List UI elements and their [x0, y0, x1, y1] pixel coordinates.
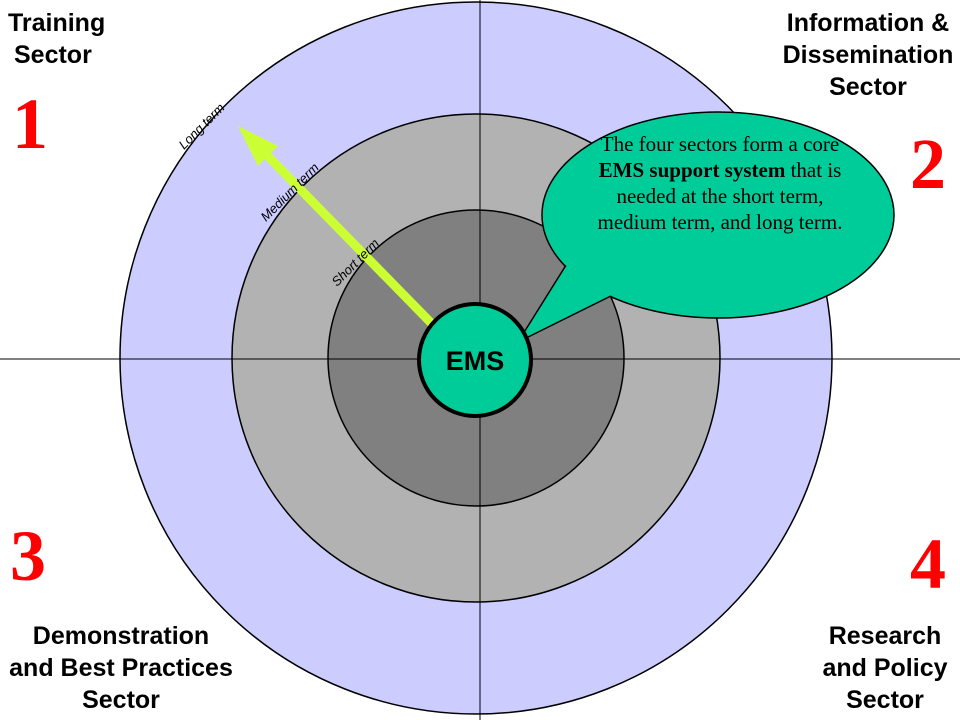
sector-4-line-2: and Policy — [822, 654, 948, 682]
sector-2-number: 2 — [910, 124, 946, 204]
time-arrow — [238, 126, 442, 334]
callout-text-bold: EMS support system — [598, 158, 786, 182]
ems-label: EMS — [446, 346, 505, 376]
callout-text-part-1: The four sectors form a core — [600, 132, 840, 156]
sector-3-title: Demonstration and Best Practices Sector — [0, 620, 242, 716]
sector-2-line-2: Dissemination — [782, 41, 954, 69]
ems-center-circle — [417, 302, 533, 418]
sector-4-title: Research and Policy Sector — [812, 620, 958, 716]
callout-text-part-2: that is needed at the short term, medium… — [597, 158, 843, 234]
sector-4-number: 4 — [910, 524, 946, 604]
sector-4-line-1: Research — [828, 622, 942, 650]
sector-3-line-1: Demonstration — [32, 622, 210, 650]
callout-text: The four sectors form a core EMS support… — [590, 131, 850, 235]
callout-bubble — [517, 111, 895, 343]
sector-2-line-1: Information & — [786, 9, 950, 37]
sector-3-line-3: Sector — [82, 686, 160, 714]
sector-3-line-2: and Best Practices — [9, 654, 233, 682]
sector-1-number: 1 — [12, 84, 48, 164]
sector-1-title: Training Sector — [8, 7, 105, 71]
sector-3-number: 3 — [10, 516, 46, 596]
sector-2-title: Information & Dissemination Sector — [768, 7, 960, 103]
sector-1-line-1: Training — [8, 9, 106, 37]
sector-2-line-3: Sector — [829, 73, 907, 101]
sector-1-line-2: Sector — [14, 41, 92, 69]
sector-4-line-3: Sector — [846, 686, 924, 714]
